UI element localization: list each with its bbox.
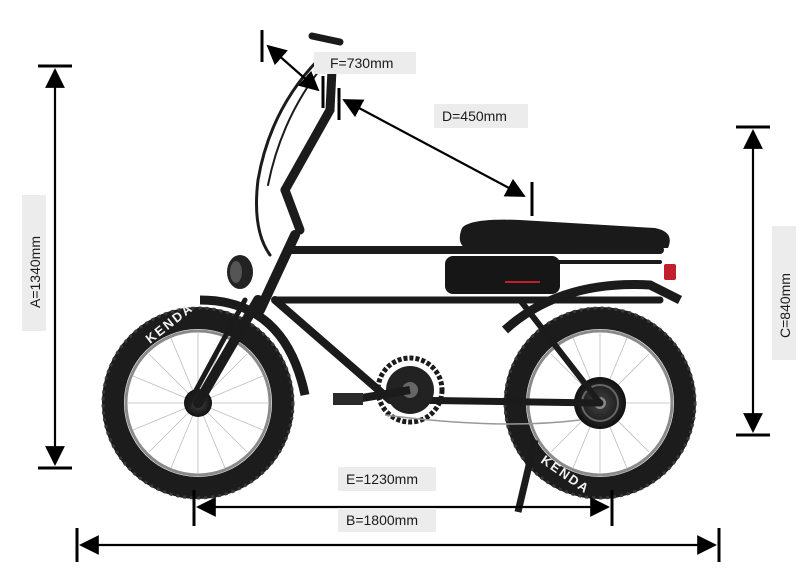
dimension-c-text: C=840mm xyxy=(777,273,793,338)
dimension-d-label: D=450mm xyxy=(434,104,528,128)
dimension-b-label: B=1800mm xyxy=(338,508,436,532)
dimension-d-line xyxy=(337,88,534,216)
ebike-illustration: KENDA KENDA xyxy=(101,32,697,513)
front-fender xyxy=(199,295,310,396)
frame xyxy=(185,32,664,408)
dimension-f-line xyxy=(260,30,325,108)
dimension-b-line xyxy=(75,528,721,562)
seat xyxy=(459,219,670,250)
dimension-c-line xyxy=(736,125,770,437)
dimension-e-line xyxy=(192,490,614,526)
dimension-f-text: F=730mm xyxy=(330,55,393,71)
dimension-f-label: F=730mm xyxy=(314,52,416,74)
battery xyxy=(445,256,560,294)
dimension-a-line xyxy=(38,64,72,470)
dimension-b-text: B=1800mm xyxy=(346,512,418,528)
tail-light xyxy=(664,264,676,280)
dimension-a-text: A=1340mm xyxy=(27,236,43,308)
dimension-e-label: E=1230mm xyxy=(338,467,436,491)
dimension-c-label: C=840mm xyxy=(772,226,796,360)
dimension-e-text: E=1230mm xyxy=(346,471,418,487)
drivetrain xyxy=(333,355,581,425)
dimension-d-text: D=450mm xyxy=(442,108,507,124)
rear-fender xyxy=(501,280,683,334)
dimension-a-label: A=1340mm xyxy=(22,195,46,331)
